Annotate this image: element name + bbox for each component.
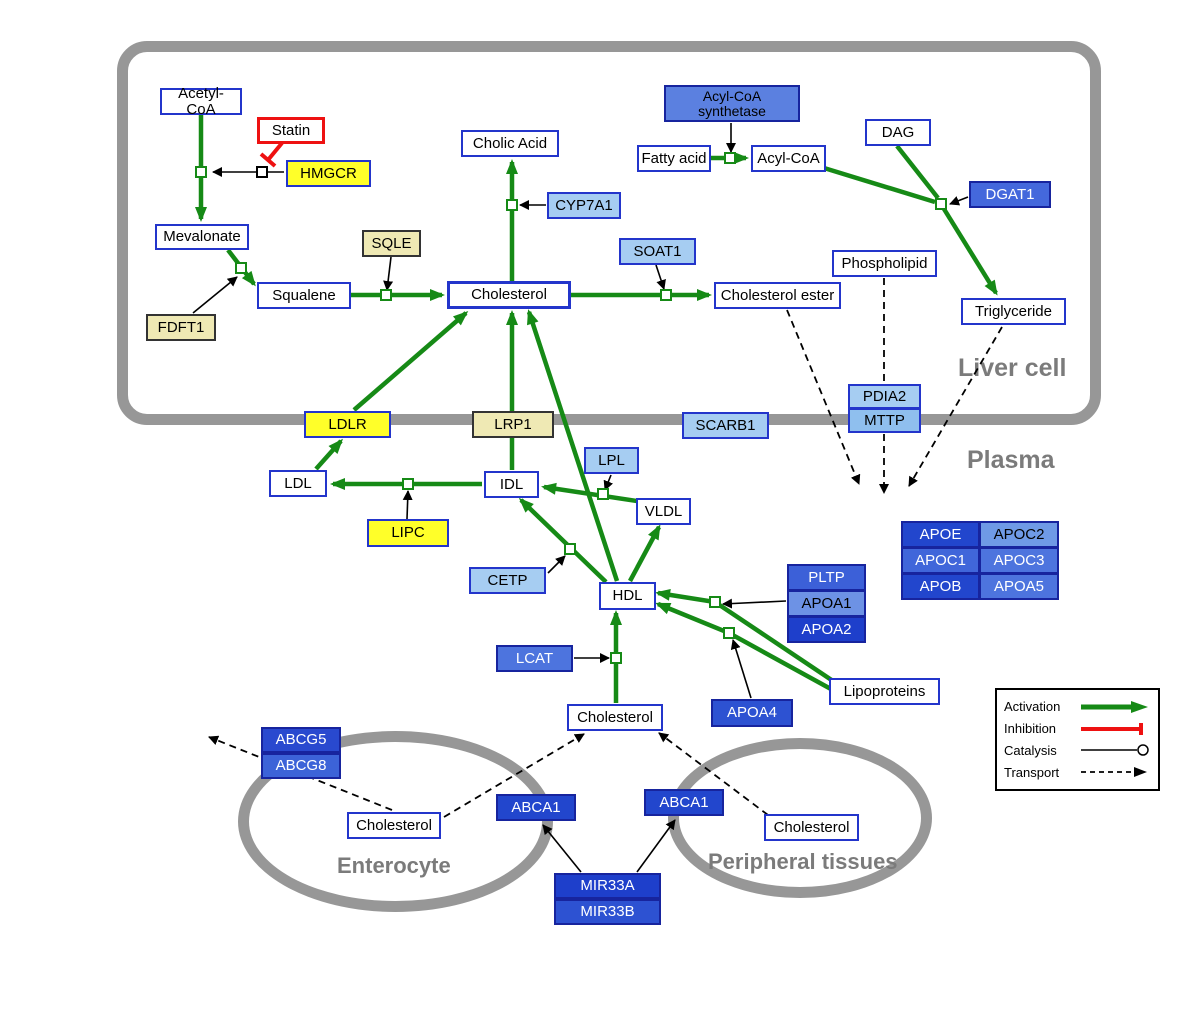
node-squalene[interactable]: Squalene bbox=[257, 282, 351, 309]
node-idl[interactable]: IDL bbox=[484, 471, 539, 498]
node-mttp[interactable]: MTTP bbox=[848, 408, 921, 433]
node-apoa1[interactable]: APOA1 bbox=[787, 590, 866, 617]
node-ldlr[interactable]: LDLR bbox=[304, 411, 391, 438]
catalysis-circle-icon bbox=[1081, 744, 1149, 757]
node-abca1-peripheral[interactable]: ABCA1 bbox=[644, 789, 724, 816]
node-lipc[interactable]: LIPC bbox=[367, 519, 449, 547]
enterocyte-label: Enterocyte bbox=[337, 853, 451, 878]
inhibition-edge bbox=[259, 141, 284, 168]
node-mir33b[interactable]: MIR33B bbox=[554, 899, 661, 925]
legend-catalysis-row: Catalysis bbox=[1004, 742, 1151, 758]
node-apob[interactable]: APOB bbox=[901, 573, 980, 600]
node-cetp[interactable]: CETP bbox=[469, 567, 546, 594]
node-lrp1[interactable]: LRP1 bbox=[472, 411, 554, 438]
node-apoc3[interactable]: APOC3 bbox=[979, 547, 1059, 574]
node-cholesterol-liver[interactable]: Cholesterol bbox=[447, 281, 571, 309]
legend-activation-row: Activation bbox=[1004, 699, 1151, 715]
plasma-label: Plasma bbox=[967, 446, 1055, 474]
node-apoa4[interactable]: APOA4 bbox=[711, 699, 793, 727]
enterocyte-membrane bbox=[238, 731, 553, 912]
node-hmgcr[interactable]: HMGCR bbox=[286, 160, 371, 187]
legend-catalysis-label: Catalysis bbox=[1004, 742, 1057, 758]
node-soat1[interactable]: SOAT1 bbox=[619, 238, 696, 265]
node-ldl[interactable]: LDL bbox=[269, 470, 327, 497]
node-acyl-coa[interactable]: Acyl-CoA bbox=[751, 145, 826, 172]
liver-cell-membrane bbox=[117, 41, 1101, 425]
node-lpl[interactable]: LPL bbox=[584, 447, 639, 474]
node-statin[interactable]: Statin bbox=[257, 117, 325, 144]
liver-cell-label: Liver cell bbox=[958, 354, 1067, 382]
node-hdl[interactable]: HDL bbox=[599, 582, 656, 610]
node-cholesterol-ester[interactable]: Cholesterol ester bbox=[714, 282, 841, 309]
transport-dashed-arrow-icon bbox=[1081, 767, 1147, 778]
node-cholesterol-plasma[interactable]: Cholesterol bbox=[567, 704, 663, 731]
node-cholesterol-peripheral[interactable]: Cholesterol bbox=[764, 814, 859, 841]
node-lcat[interactable]: LCAT bbox=[496, 645, 573, 672]
node-fatty-acid[interactable]: Fatty acid bbox=[637, 145, 711, 172]
legend-inhibition-row: Inhibition bbox=[1004, 721, 1151, 737]
node-abcg5[interactable]: ABCG5 bbox=[261, 727, 341, 753]
node-phospholipid[interactable]: Phospholipid bbox=[832, 250, 937, 277]
node-pltp[interactable]: PLTP bbox=[787, 564, 866, 591]
node-apoa2[interactable]: APOA2 bbox=[787, 616, 866, 643]
node-fdft1[interactable]: FDFT1 bbox=[146, 314, 216, 341]
node-apoc1[interactable]: APOC1 bbox=[901, 547, 980, 574]
node-dag[interactable]: DAG bbox=[865, 119, 931, 146]
node-sqle[interactable]: SQLE bbox=[362, 230, 421, 257]
catalysis-edges bbox=[192, 123, 969, 873]
node-mir33a[interactable]: MIR33A bbox=[554, 873, 661, 899]
node-abcg8[interactable]: ABCG8 bbox=[261, 753, 341, 779]
inhibition-tbar-icon bbox=[1081, 722, 1143, 735]
node-acyl-coa-synthetase[interactable]: Acyl-CoA synthetase bbox=[664, 85, 800, 122]
activation-arrow-icon bbox=[1081, 700, 1148, 713]
legend: Activation Inhibition Catalysis Transpor… bbox=[995, 688, 1160, 791]
node-vldl[interactable]: VLDL bbox=[636, 498, 691, 525]
node-cholic-acid[interactable]: Cholic Acid bbox=[461, 130, 559, 157]
node-scarb1[interactable]: SCARB1 bbox=[682, 412, 769, 439]
node-cyp7a1[interactable]: CYP7A1 bbox=[547, 192, 621, 219]
node-apoa5[interactable]: APOA5 bbox=[979, 573, 1059, 600]
legend-activation-label: Activation bbox=[1004, 699, 1061, 715]
legend-transport-label: Transport bbox=[1004, 764, 1060, 780]
legend-inhibition-label: Inhibition bbox=[1004, 721, 1057, 737]
peripheral-tissues-membrane bbox=[668, 738, 932, 898]
node-apoc2[interactable]: APOC2 bbox=[979, 521, 1059, 548]
node-dgat1[interactable]: DGAT1 bbox=[969, 181, 1051, 208]
node-apoe[interactable]: APOE bbox=[901, 521, 980, 548]
legend-transport-row: Transport bbox=[1004, 764, 1151, 780]
node-mevalonate[interactable]: Mevalonate bbox=[155, 224, 249, 250]
node-triglyceride[interactable]: Triglyceride bbox=[961, 298, 1066, 325]
node-lipoproteins[interactable]: Lipoproteins bbox=[829, 678, 940, 705]
peripheral-tissues-label: Peripheral tissues bbox=[708, 849, 898, 874]
node-abca1-enterocyte[interactable]: ABCA1 bbox=[496, 794, 576, 821]
reaction-nodes bbox=[195, 152, 947, 664]
node-acetyl-coa[interactable]: Acetyl-CoA bbox=[160, 85, 242, 117]
node-pdia2[interactable]: PDIA2 bbox=[848, 384, 921, 409]
node-cholesterol-enterocyte[interactable]: Cholesterol bbox=[347, 812, 441, 839]
